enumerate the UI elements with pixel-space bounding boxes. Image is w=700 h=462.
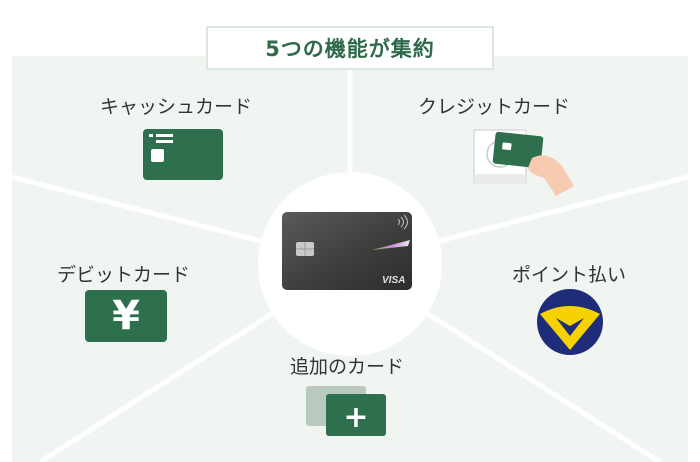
additional-card-label: 追加のカード bbox=[290, 356, 405, 378]
contactless-icon bbox=[397, 214, 408, 230]
card-brand-label: VISA bbox=[382, 275, 405, 286]
cash-card-icon bbox=[143, 129, 223, 180]
credit-card-body bbox=[492, 131, 544, 169]
plus-icon: + bbox=[343, 400, 368, 435]
debit-card-icon: ¥ bbox=[85, 290, 167, 342]
front-card bbox=[326, 394, 386, 436]
cash-card-chip bbox=[151, 149, 164, 162]
debit-card-label: デビットカード bbox=[57, 264, 191, 286]
cash-card-label: キャッシュカード bbox=[100, 96, 253, 118]
credit-card-icon bbox=[473, 129, 574, 196]
main-card-icon: VISA bbox=[282, 212, 412, 290]
point-payment-label: ポイント払い bbox=[512, 264, 627, 286]
title-box: 5つの機能が集約 bbox=[206, 26, 494, 70]
card-stripe bbox=[372, 240, 410, 250]
page-title: 5つの機能が集約 bbox=[265, 37, 435, 61]
card-body bbox=[282, 212, 412, 290]
credit-card-label: クレジットカード bbox=[418, 96, 571, 118]
hand-icon bbox=[528, 155, 574, 196]
yen-icon: ¥ bbox=[112, 293, 140, 339]
additional-card-icon: + bbox=[306, 386, 386, 436]
v-point-icon bbox=[537, 289, 603, 355]
